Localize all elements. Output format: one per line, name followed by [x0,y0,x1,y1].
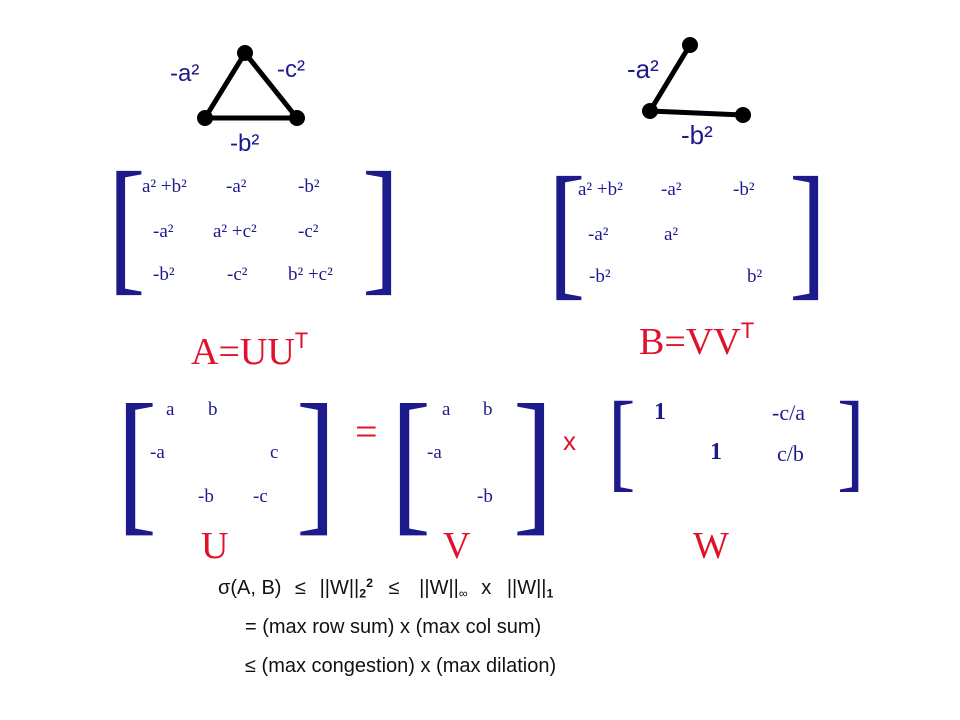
bound-line-1: σ(A, B) ≤ ||W||22 ≤ ||W||∞ x ||W||1 [218,577,553,600]
matrix-a-right-bracket: ] [362,142,400,308]
graph-a-edge-right [243,51,299,120]
equation-a-sup: T [294,328,309,353]
graph-b-node-top [682,37,698,53]
matrix-w-label: W [693,525,729,567]
norm-1-sub: 1 [546,586,554,601]
graph-a-label-ab: -a² [170,60,200,87]
matrix-a-cell: -c² [227,264,248,285]
le-symbol: ≤ [295,576,307,599]
matrix-u-label: U [201,525,229,567]
matrix-b-cell: a² [664,224,679,245]
sigma-expression: σ(A, B) [218,576,282,599]
matrix-u-cell: a [166,399,175,420]
equation-b-lhs: B [639,321,665,363]
matrix-b-cell: b² [747,266,763,287]
graph-b-edge-top [647,43,693,113]
equals-sign: = [355,409,378,454]
equation-a-rhs: UU [239,331,295,373]
graph-b-label-top: -a² [627,54,659,84]
matrix-u-cell: -a [150,442,165,463]
matrix-a-cell: a² +b² [142,176,187,197]
matrix-v-cell: b [483,399,493,420]
equation-b-rhs: VV [685,321,741,363]
matrix-v-cell: a [442,399,451,420]
matrix-v-label: V [443,525,471,567]
matrix-a-cell: -b² [298,176,320,197]
graph-b-node-left [642,103,658,119]
le-symbol: ≤ [388,576,400,599]
graph-b-node-right [735,107,751,123]
equation-a-lhs: A [191,331,219,373]
matrix-a-left-bracket: [ [108,142,146,308]
matrix-a-cell: -a² [153,221,174,242]
matrix-w-cell: 1 [654,399,666,425]
bound-line-2: = (max row sum) x (max col sum) [245,616,542,638]
graph-a-label-bc: -c² [277,56,305,83]
bound-line-3: ≤ (max congestion) x (max dilation) [245,656,556,676]
graph-a-node-right [289,110,305,126]
equation-b: B=VVT [639,318,755,363]
matrix-a-cell: -b² [153,264,175,285]
matrix-v-left-bracket: [ [391,371,431,549]
matrix-u-left-bracket: [ [117,371,157,549]
equation-a: A=UUT [191,328,309,373]
matrix-b-cell: -a² [588,224,609,245]
norm-1-bars: ||W|| [506,576,547,599]
matrix-b-right-bracket: ] [789,147,827,313]
equation-b-sup: T [740,318,755,343]
matrix-b-cell: -b² [733,179,755,200]
matrix-u-cell: -c [253,486,268,507]
norm-2-squared: ||W||22 [319,576,374,601]
matrix-w-left-bracket: [ [608,379,636,501]
norm-inf-bars: ||W|| [419,576,459,599]
matrix-w-right-bracket: ] [837,379,865,501]
matrix-b-cell: -b² [589,266,611,287]
matrix-a-cell: -a² [226,176,247,197]
le-symbol: ≤ [245,655,256,677]
norm-2-sub: 2 [359,586,367,601]
norm-inf-sub: ∞ [458,586,468,601]
norm-2-sup: 2 [366,576,374,590]
matrix-v-cell: -b [477,486,493,507]
matrix-b-left-bracket: [ [548,147,586,313]
matrix-a-cell: -c² [298,221,319,242]
graph-b-edge-bottom [649,108,744,118]
graph-a-edge-left [202,51,248,120]
graph-a-label-ac: -b² [230,130,260,157]
bound-line-3-text: (max congestion) x (max dilation) [261,655,557,677]
matrix-w-cell: c/b [777,441,804,466]
graph-a-node-top [237,45,253,61]
matrix-b-cell: a² +b² [578,179,623,200]
matrix-u-cell: c [270,442,279,463]
matrix-u-cell: b [208,399,218,420]
graph-b [642,37,751,123]
graph-a [197,45,305,126]
norm-2-bars: ||W|| [319,576,360,599]
equation-a-eq: = [218,331,240,373]
graph-b-label-bottom: -b² [681,120,713,150]
matrix-w-cell: 1 [710,439,722,465]
matrix-b-cell: -a² [661,179,682,200]
matrix-v-right-bracket: ] [513,371,553,549]
matrix-u-right-bracket: ] [296,371,336,549]
matrix-v-cell: -a [427,442,442,463]
times-sign: x [563,426,576,456]
norm-inf: ||W||∞ [419,576,468,601]
norm-1: ||W||1 [506,576,554,601]
matrix-a-cell: b² +c² [288,264,333,285]
graph-a-node-left [197,110,213,126]
equation-b-eq: = [664,321,686,363]
matrix-u-cell: -b [198,486,214,507]
matrix-a-cell: a² +c² [213,221,257,242]
matrix-w-cell: -c/a [772,400,805,425]
times-symbol: x [481,576,492,599]
